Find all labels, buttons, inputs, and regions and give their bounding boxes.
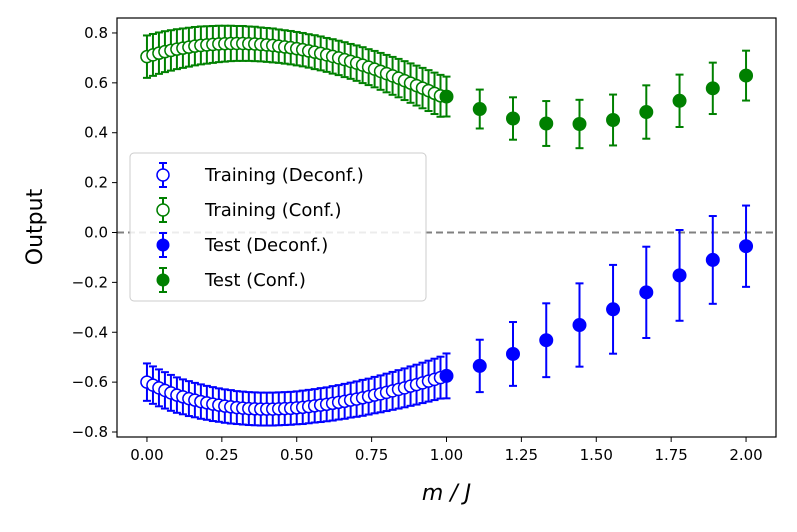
data-point	[439, 368, 454, 383]
x-tick-label: 0.50	[280, 446, 313, 464]
data-point	[439, 89, 454, 104]
y-tick-label: 0.6	[84, 74, 108, 92]
series-2	[439, 204, 754, 400]
y-tick-label: −0.2	[72, 273, 108, 291]
legend-label: Test (Deconf.)	[204, 235, 328, 256]
legend-entry: Training (Conf.)	[156, 197, 342, 223]
x-tick-label: 1.75	[654, 446, 687, 464]
legend: Training (Deconf.) Training (Conf.) Test (…	[129, 152, 427, 302]
y-tick-label: 0.8	[84, 24, 108, 42]
y-axis-title: Output	[23, 188, 48, 265]
x-tick-label: 1.00	[430, 446, 463, 464]
x-tick-label: 0.75	[355, 446, 388, 464]
data-point	[472, 102, 487, 117]
y-tick-label: −0.6	[72, 373, 108, 391]
legend-marker	[156, 203, 170, 217]
data-point	[539, 116, 554, 131]
y-tick-label: 0.0	[84, 223, 108, 241]
data-point	[505, 346, 520, 361]
data-point	[672, 93, 687, 108]
data-point	[606, 302, 621, 317]
data-point	[705, 81, 720, 96]
y-axis: −0.8 −0.6 −0.4 −0.2 0.0 0.2 0.4 0.6 0.8	[72, 24, 117, 441]
x-axis-title: m / J	[422, 481, 471, 506]
data-point	[572, 116, 587, 131]
data-point	[539, 333, 554, 348]
series-3	[439, 49, 754, 150]
data-point	[639, 105, 654, 120]
data-point	[739, 68, 754, 83]
data-point	[705, 252, 720, 267]
data-point	[739, 239, 754, 254]
x-tick-label: 1.50	[580, 446, 613, 464]
legend-marker	[156, 168, 170, 182]
y-tick-label: −0.8	[72, 423, 108, 441]
x-tick-label: 1.25	[505, 446, 538, 464]
data-point	[572, 318, 587, 333]
x-tick-label: 2.00	[729, 446, 762, 464]
data-point	[472, 358, 487, 373]
legend-label: Test (Conf.)	[204, 270, 306, 291]
data-point	[672, 268, 687, 283]
legend-entry: Test (Conf.)	[156, 267, 306, 293]
legend-marker	[156, 238, 170, 252]
legend-frame	[129, 152, 427, 302]
x-axis: 0.00 0.25 0.50 0.75 1.00 1.25 1.50 1.75 2.00	[130, 437, 763, 464]
y-tick-label: 0.4	[84, 124, 108, 142]
series-layer	[140, 24, 754, 427]
y-tick-label: 0.2	[84, 174, 108, 192]
legend-label: Training (Conf.)	[204, 200, 342, 221]
y-tick-label: −0.4	[72, 323, 108, 341]
data-point	[606, 113, 621, 128]
legend-marker	[156, 273, 170, 287]
legend-entry: Training (Deconf.)	[156, 162, 364, 188]
x-tick-label: 0.00	[130, 446, 163, 464]
legend-entry: Test (Deconf.)	[156, 232, 328, 258]
data-point	[639, 285, 654, 300]
legend-label: Training (Deconf.)	[204, 165, 364, 186]
data-point	[505, 111, 520, 126]
series-0	[140, 355, 448, 427]
x-tick-label: 0.25	[205, 446, 238, 464]
